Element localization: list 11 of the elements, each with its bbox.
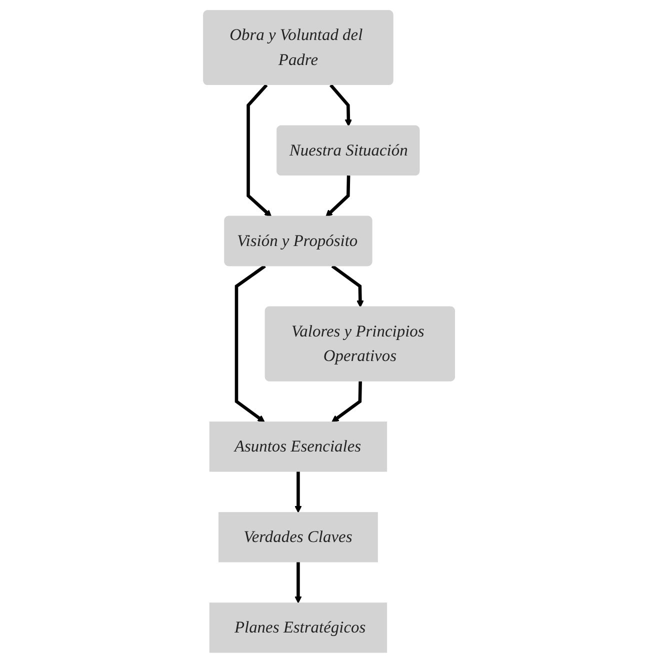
arrow <box>331 381 362 422</box>
arrow <box>325 176 350 218</box>
arrow <box>246 84 272 218</box>
arrow <box>234 264 266 422</box>
node-box: Asuntos Esenciales <box>209 422 387 472</box>
arrow <box>331 264 364 308</box>
node-box: Verdades Claves <box>218 512 378 562</box>
node-box: Planes Estratégicos <box>209 602 387 653</box>
arrow <box>294 471 302 513</box>
arrow <box>294 562 302 604</box>
arrow <box>329 84 352 127</box>
